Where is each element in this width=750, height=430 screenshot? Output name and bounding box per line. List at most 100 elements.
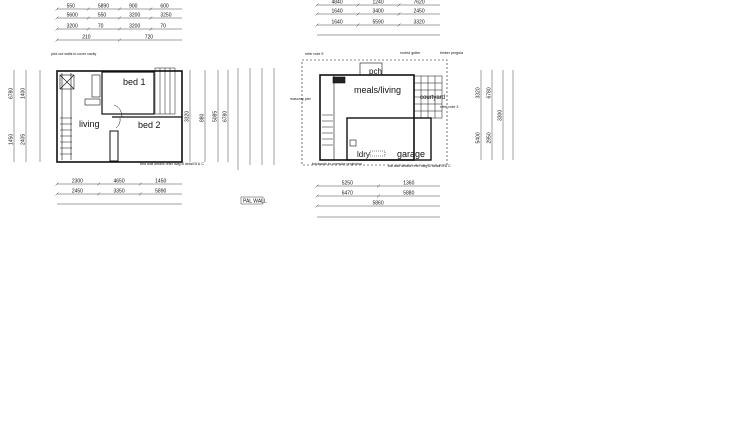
dimension-tick [138, 192, 142, 196]
dimension-label: 6780 [9, 88, 15, 99]
dimension-tick [97, 192, 101, 196]
dimension-label: 1640 [332, 9, 343, 15]
dimension-tick [397, 3, 401, 7]
room-label-living: living [79, 119, 100, 129]
dimension-label: 5085 [213, 111, 219, 122]
dimension-label: 5250 [342, 181, 353, 187]
upper-floor-plan [56, 67, 183, 163]
dimension-label: 6470 [342, 191, 353, 197]
dimension-tick [356, 3, 360, 7]
dimension-label: 1240 [373, 0, 384, 6]
dimension-tick [55, 192, 59, 196]
dimension-label: 5590 [373, 20, 384, 26]
dimension-tick [376, 194, 381, 198]
dimension-label: 600 [160, 4, 169, 10]
dimension-tick [356, 12, 360, 16]
dimension-label: 3200 [129, 24, 140, 30]
dimension-label: 2450 [72, 189, 83, 195]
dimension-label: 5890 [98, 4, 109, 10]
dimension-label: 2950 [487, 132, 493, 143]
dimension-label: 3320 [476, 87, 482, 98]
dimension-label: 1450 [155, 179, 166, 185]
ground-stairs [322, 114, 333, 146]
dimension-label: 5860 [373, 201, 384, 207]
dimension-label: 5600 [67, 13, 78, 19]
dimension-label: 7620 [414, 0, 425, 6]
dimension-label: 6780 [487, 87, 493, 98]
site-outline [301, 59, 448, 166]
dimension-tick [117, 38, 122, 42]
dimension-label: 2450 [414, 9, 425, 15]
dimension-label: 1640 [332, 20, 343, 26]
dimension-label: 720 [145, 35, 154, 41]
dimension-label: 70 [160, 24, 166, 30]
dimension-label: 4840 [332, 0, 343, 6]
dimension-tick [86, 16, 90, 20]
dimension-tick [356, 23, 360, 27]
room-label-bed2: bed 2 [138, 120, 161, 130]
dimension-label: 550 [67, 4, 76, 10]
dimension-tick [138, 182, 142, 186]
note-ground-4: timber pergola [440, 51, 463, 55]
dimension-label: 3300 [498, 110, 504, 121]
dimension-tick [315, 194, 319, 198]
dimension-tick [117, 7, 122, 11]
dimension-tick [86, 27, 90, 31]
room-label-meals-living: meals/living [354, 85, 401, 95]
dimension-tick [55, 38, 59, 42]
dimension-tick [376, 184, 381, 188]
note-ground-6: bal wall details refer dwg B detail B & … [388, 164, 451, 168]
note-ground-3: masonry pier [290, 97, 312, 101]
dimension-tick [149, 16, 153, 20]
room-label-courtyard: courtyard [420, 95, 445, 101]
garage-walls [346, 117, 432, 161]
ground-floor-plan [301, 59, 448, 166]
dimension-label: 5400 [476, 132, 482, 143]
dimension-label: 5890 [155, 189, 166, 195]
dimension-tick [315, 23, 319, 27]
dimension-label: 70 [98, 24, 104, 30]
balcony [154, 67, 176, 115]
room-label-garage: garage [397, 149, 425, 159]
robe [109, 130, 119, 162]
dimension-tick [315, 3, 319, 7]
dimension-label: 3200 [129, 13, 140, 19]
dimension-label: 900 [129, 4, 138, 10]
note-ground-2: roofed gutter [400, 51, 421, 55]
dimension-tick [117, 27, 122, 31]
dimension-tick [315, 12, 319, 16]
dimension-label: 4650 [114, 179, 125, 185]
room-label-bed1: bed 1 [123, 77, 146, 87]
dimension-tick [55, 27, 59, 31]
dimension-tick [149, 7, 153, 11]
dimension-tick [397, 23, 401, 27]
dimension-label: 210 [82, 35, 91, 41]
dimension-label: 3200 [67, 24, 78, 30]
dimension-label: 2300 [72, 179, 83, 185]
note-ground-5: refer note 3 [440, 105, 458, 109]
dimension-tick [55, 16, 59, 20]
dimension-label: 880 [200, 113, 206, 122]
dimension-label: 3400 [373, 9, 384, 15]
dimension-label: 1400 [21, 88, 27, 99]
dimension-label: 550 [98, 13, 107, 19]
dimension-tick [55, 182, 59, 186]
room-label-porch: pch [369, 67, 382, 76]
note-ground-1: refer note 5 [305, 52, 323, 56]
pal-wall-box [240, 196, 264, 205]
room-label-laundry: ldry [357, 150, 370, 159]
dimension-tick [315, 204, 319, 208]
dimension-label: 2405 [21, 134, 27, 145]
dimension-label: 3250 [160, 13, 171, 19]
dimension-tick [397, 12, 401, 16]
note-upper-1: pick out walls to cover cavity [51, 52, 97, 56]
dimension-label: 1450 [9, 134, 15, 145]
dimension-label: 3320 [414, 20, 425, 26]
dimension-tick [149, 27, 153, 31]
dimension-label: 5880 [403, 191, 414, 197]
dimension-label: 1360 [403, 181, 414, 187]
bed1-walls [101, 71, 155, 115]
stairs [60, 117, 72, 155]
